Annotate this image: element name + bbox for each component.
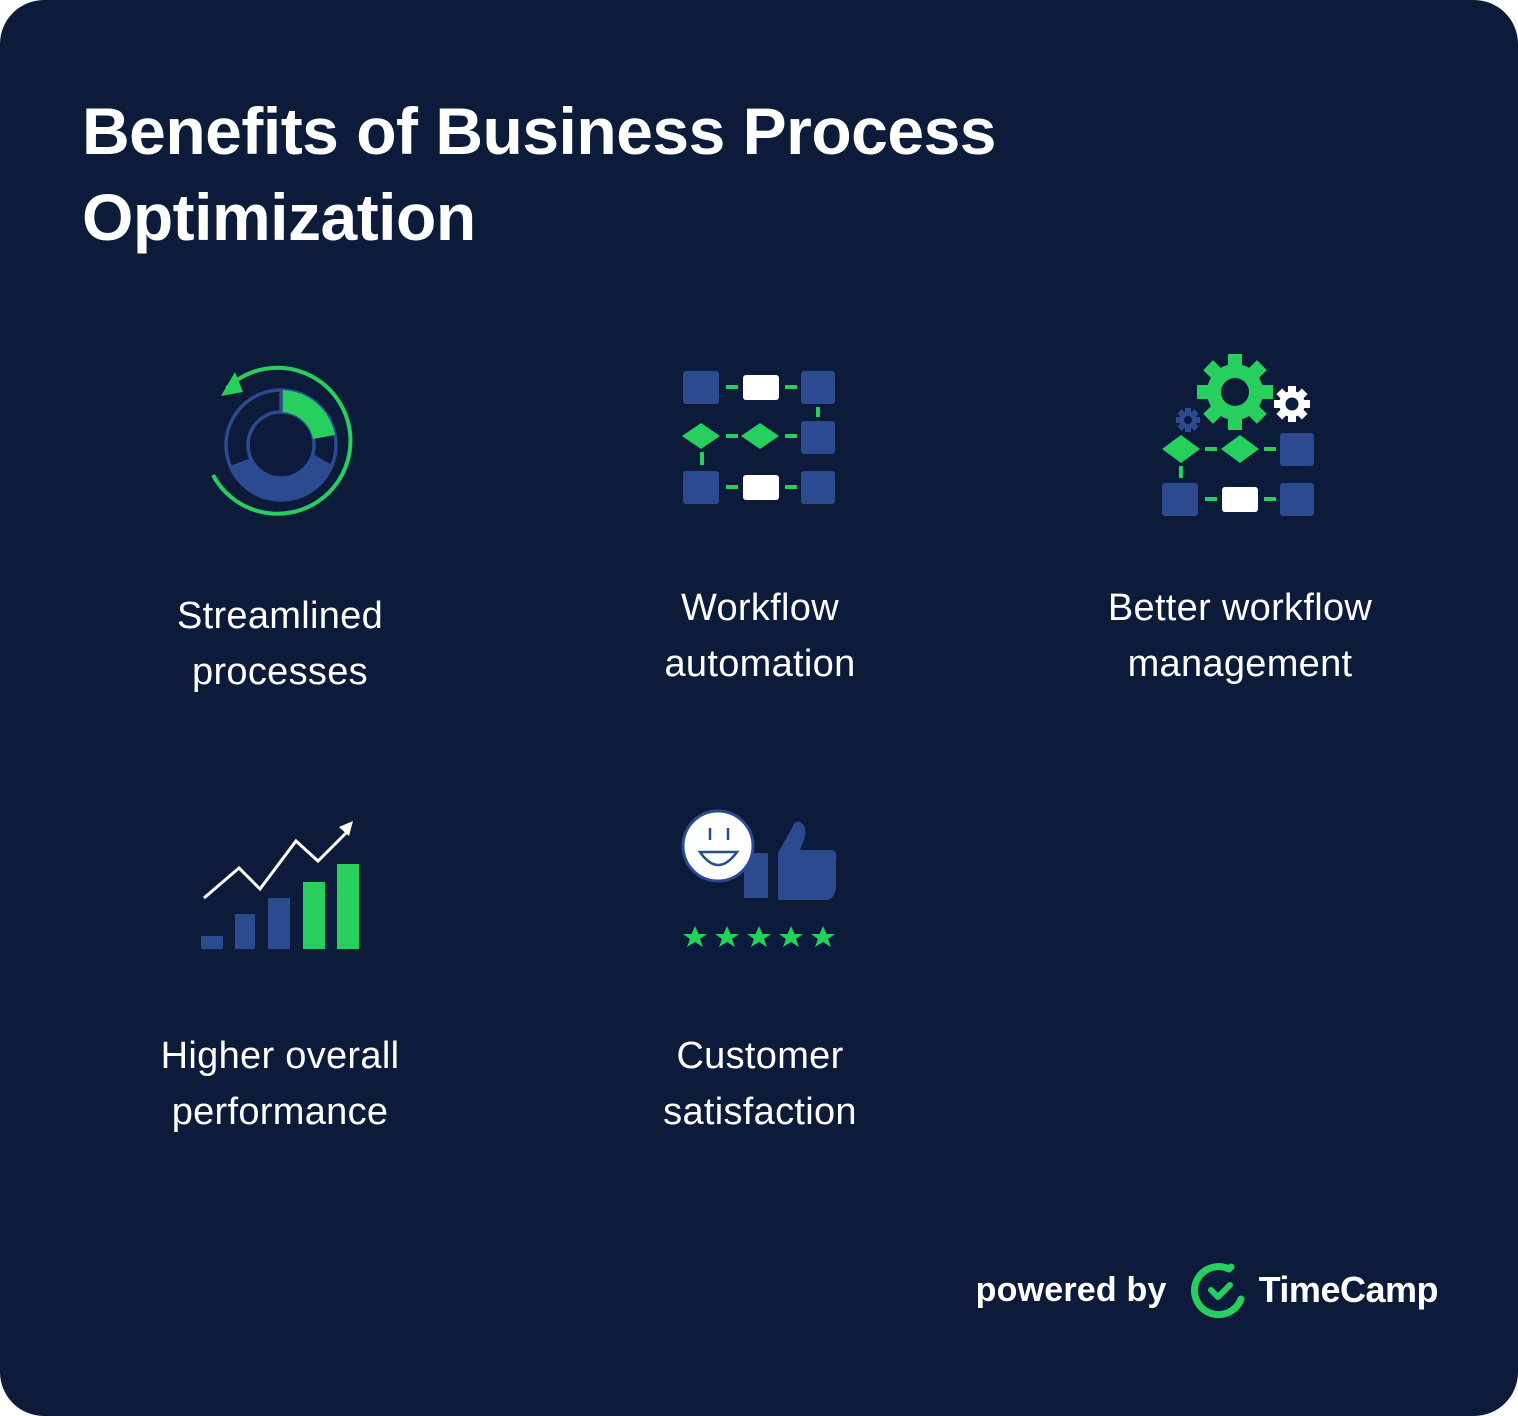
- brand-name: TimeCamp: [1258, 1269, 1439, 1310]
- page-title: Benefits of Business Process Optimizatio…: [82, 88, 1182, 260]
- title-line-1: Benefits of Business Process: [82, 94, 997, 168]
- cycle-donut-chart-icon: [211, 365, 353, 516]
- timecamp-check-logo-icon: [1190, 1263, 1245, 1319]
- growth-bar-chart-icon: [201, 821, 359, 949]
- gears-workflow-icon: [1162, 354, 1314, 516]
- powered-by-text: powered by: [975, 1270, 1167, 1309]
- workflow-diagram-icon: [682, 371, 835, 504]
- benefit-label: Workflow automation: [664, 587, 856, 685]
- powered-by-footer: powered by TimeCamp: [975, 1258, 1439, 1322]
- title-line-2: Optimization: [82, 180, 476, 254]
- benefit-label: Customer satisfaction: [663, 1035, 857, 1133]
- smiley-thumbs-up-stars-icon: [681, 809, 837, 947]
- benefit-label: Higher overall performance: [160, 1035, 400, 1133]
- five-stars-rating: [683, 926, 835, 947]
- benefit-label: Better workflow management: [1107, 587, 1373, 685]
- benefit-label: Streamlined processes: [176, 595, 384, 693]
